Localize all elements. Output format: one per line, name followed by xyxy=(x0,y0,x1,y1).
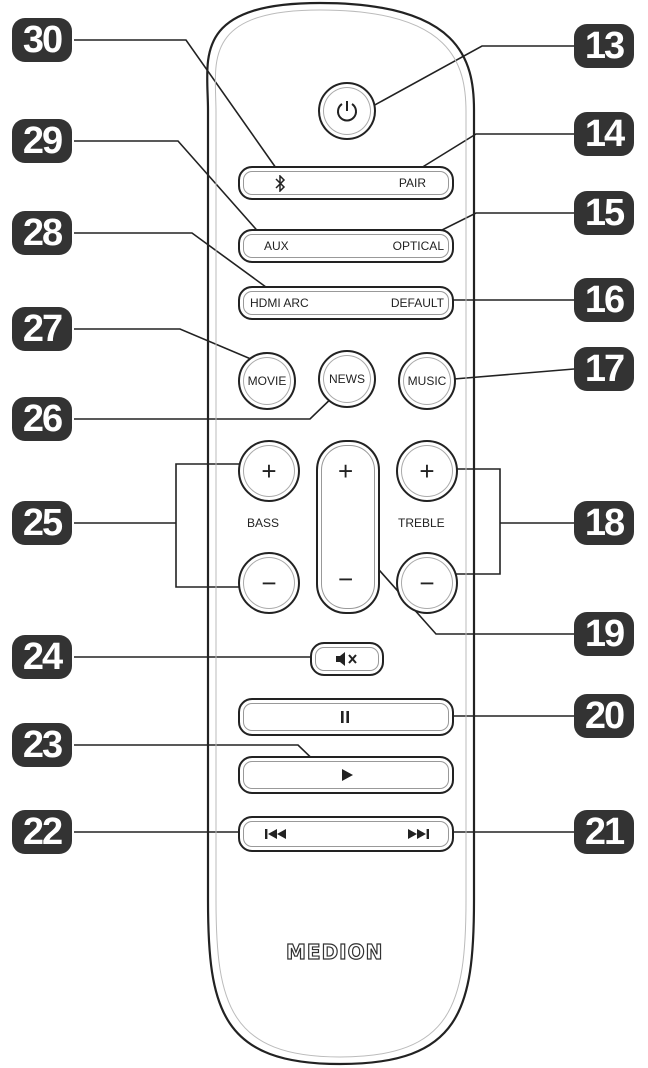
bluetooth-icon xyxy=(275,175,286,192)
minus-icon: − xyxy=(419,568,435,598)
aux-label: AUX xyxy=(264,239,289,253)
medion-logo: MEDION xyxy=(285,939,384,964)
callout-23: 23 xyxy=(12,723,72,767)
callout-13: 13 xyxy=(574,24,634,68)
mute-button[interactable] xyxy=(310,642,384,676)
power-icon xyxy=(337,101,357,122)
callout-22: 22 xyxy=(12,810,72,854)
remote-body-outline xyxy=(206,1,476,1066)
pause-icon xyxy=(341,711,349,723)
leader-25 xyxy=(74,463,252,588)
aux-optical-button[interactable]: AUX OPTICAL xyxy=(238,229,454,263)
callout-14: 14 xyxy=(574,112,634,156)
play-button[interactable] xyxy=(238,756,454,794)
leader-27 xyxy=(74,328,259,363)
volume-minus-icon: − xyxy=(338,564,354,594)
pause-button[interactable] xyxy=(238,698,454,736)
callout-24: 24 xyxy=(12,635,72,679)
leader-28 xyxy=(74,232,271,291)
leader-18 xyxy=(426,468,574,575)
treble-label: TREBLE xyxy=(398,516,445,530)
minus-icon: − xyxy=(261,568,277,598)
plus-icon: + xyxy=(261,456,277,486)
music-button[interactable]: MUSIC xyxy=(398,352,456,410)
bluetooth-pair-button[interactable]: PAIR xyxy=(238,166,454,200)
callout-27: 27 xyxy=(12,307,72,351)
leader-19 xyxy=(363,552,574,635)
callout-19: 19 xyxy=(574,612,634,656)
track-skip-button[interactable] xyxy=(238,816,454,852)
callout-21: 21 xyxy=(574,810,634,854)
bass-plus-button[interactable]: + xyxy=(238,440,300,502)
callout-18: 18 xyxy=(574,501,634,545)
callout-20: 20 xyxy=(574,694,634,738)
hdmi-arc-default-button[interactable]: HDMI ARC DEFAULT xyxy=(238,286,454,320)
next-track-icon xyxy=(408,829,429,839)
callout-26: 26 xyxy=(12,397,72,441)
remote-body-inner xyxy=(214,9,467,1058)
leader-29 xyxy=(74,140,263,237)
mute-icon xyxy=(336,652,357,666)
movie-button[interactable]: MOVIE xyxy=(238,352,296,410)
news-button[interactable]: NEWS xyxy=(318,350,376,408)
bass-minus-button[interactable]: − xyxy=(238,552,300,614)
music-label: MUSIC xyxy=(407,374,447,388)
news-label: NEWS xyxy=(329,372,365,386)
volume-rocker[interactable]: + − xyxy=(316,440,380,614)
leader-30 xyxy=(74,39,277,169)
callout-28: 28 xyxy=(12,211,72,255)
treble-minus-button[interactable]: − xyxy=(396,552,458,614)
callout-17: 17 xyxy=(574,347,634,391)
callout-25: 25 xyxy=(12,501,72,545)
movie-label: MOVIE xyxy=(247,374,287,388)
default-label: DEFAULT xyxy=(390,296,444,310)
callout-29: 29 xyxy=(12,119,72,163)
previous-track-icon xyxy=(265,829,286,839)
bass-label: BASS xyxy=(247,516,280,530)
volume-plus-icon: + xyxy=(338,456,354,486)
callout-30: 30 xyxy=(12,18,72,62)
optical-label: OPTICAL xyxy=(392,239,444,253)
pair-label: PAIR xyxy=(398,176,426,190)
callout-15: 15 xyxy=(574,191,634,235)
hdmi-arc-label: HDMI ARC xyxy=(250,296,309,310)
callout-16: 16 xyxy=(574,278,634,322)
plus-icon: + xyxy=(419,456,435,486)
treble-plus-button[interactable]: + xyxy=(396,440,458,502)
power-button[interactable] xyxy=(318,82,376,140)
play-icon xyxy=(342,769,353,781)
leader-17 xyxy=(453,368,575,380)
leader-14 xyxy=(407,133,574,177)
leader-13 xyxy=(361,45,574,113)
